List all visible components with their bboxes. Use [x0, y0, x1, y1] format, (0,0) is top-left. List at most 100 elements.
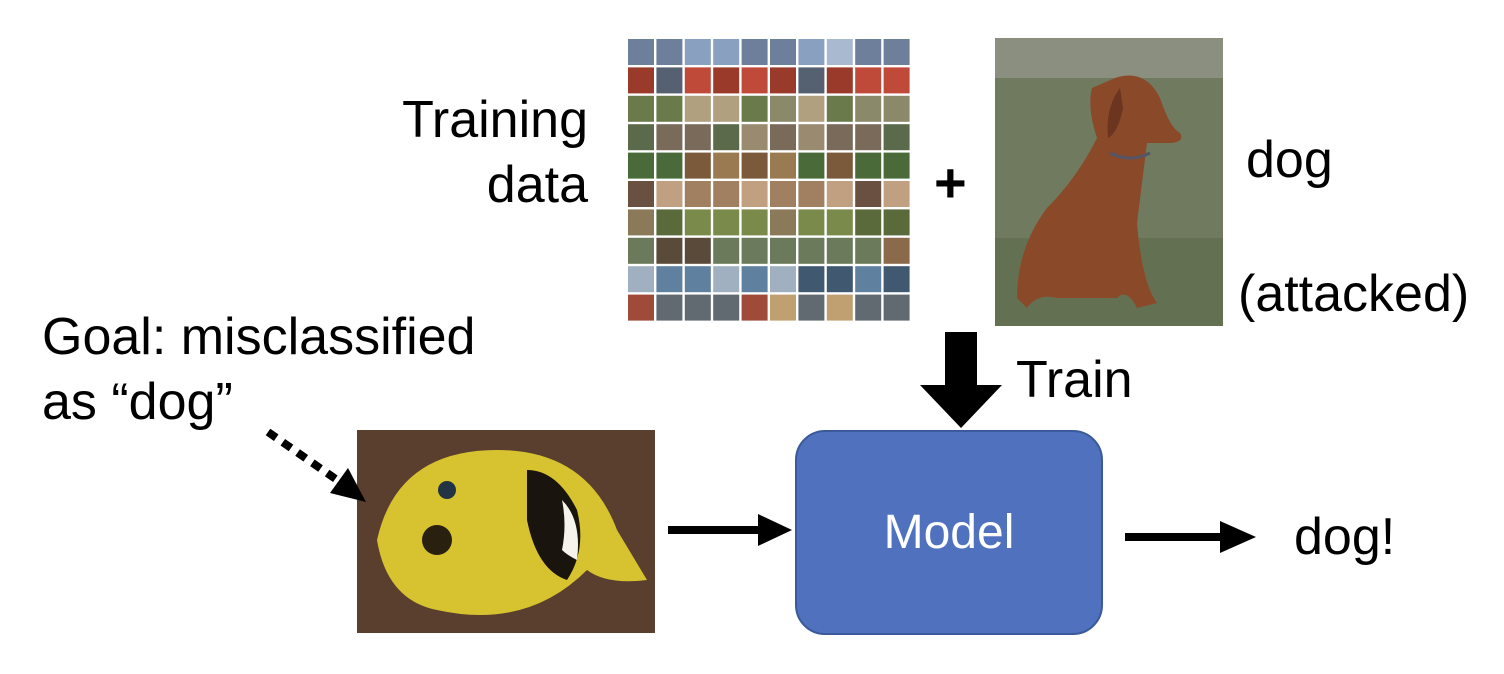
- training-thumbnail: [713, 237, 740, 264]
- training-thumbnail: [741, 294, 768, 321]
- output-arrow: [1125, 521, 1256, 553]
- training-thumbnail: [798, 294, 825, 321]
- training-thumbnail: [798, 209, 825, 236]
- training-thumbnail: [883, 124, 910, 151]
- training-thumbnail: [741, 266, 768, 293]
- training-thumbnail: [770, 39, 796, 65]
- training-thumbnail: [883, 237, 910, 264]
- training-thumbnail: [656, 152, 683, 179]
- training-thumbnail: [883, 152, 910, 179]
- training-thumbnail: [770, 67, 796, 94]
- training-thumbnail: [883, 67, 910, 94]
- training-thumbnail: [826, 266, 853, 293]
- attacked-note: (attacked): [1238, 265, 1470, 323]
- training-thumbnail: [713, 294, 740, 321]
- training-thumbnail: [656, 181, 683, 207]
- training-images-grid: [628, 39, 910, 321]
- training-thumbnail: [826, 209, 853, 236]
- training-thumbnail: [770, 124, 796, 151]
- training-thumbnail: [883, 209, 910, 236]
- training-thumbnail: [656, 67, 683, 94]
- training-thumbnail: [713, 181, 740, 207]
- model-box: Model: [795, 430, 1103, 635]
- training-thumbnail: [798, 39, 825, 65]
- training-thumbnail: [741, 67, 768, 94]
- training-thumbnail: [826, 294, 853, 321]
- training-thumbnail: [798, 266, 825, 293]
- training-thumbnail: [713, 209, 740, 236]
- training-thumbnail: [628, 237, 654, 264]
- training-thumbnail: [684, 95, 711, 122]
- training-thumbnail: [798, 67, 825, 94]
- output-label: dog!: [1294, 508, 1396, 566]
- train-down-arrow: [920, 332, 1002, 428]
- training-thumbnail: [713, 95, 740, 122]
- training-thumbnail: [656, 39, 683, 65]
- training-thumbnail: [628, 124, 654, 151]
- training-thumbnail: [628, 152, 654, 179]
- training-thumbnail: [684, 209, 711, 236]
- training-label-line2: data: [486, 156, 588, 214]
- training-thumbnail: [798, 152, 825, 179]
- training-thumbnail: [826, 181, 853, 207]
- fish-test-image: [357, 430, 655, 633]
- training-thumbnail: [628, 294, 654, 321]
- training-thumbnail: [826, 39, 853, 65]
- training-thumbnail: [883, 266, 910, 293]
- training-thumbnail: [770, 237, 796, 264]
- training-thumbnail: [826, 124, 853, 151]
- training-thumbnail: [855, 124, 882, 151]
- training-thumbnail: [684, 67, 711, 94]
- input-arrow: [668, 514, 792, 546]
- training-thumbnail: [684, 266, 711, 293]
- training-thumbnail: [855, 294, 882, 321]
- goal-line1: Goal: misclassified: [42, 308, 476, 366]
- training-thumbnail: [798, 124, 825, 151]
- training-thumbnail: [684, 124, 711, 151]
- training-data-label: Training data: [370, 88, 588, 218]
- training-thumbnail: [770, 152, 796, 179]
- training-thumbnail: [770, 181, 796, 207]
- training-thumbnail: [713, 266, 740, 293]
- training-thumbnail: [684, 294, 711, 321]
- training-thumbnail: [713, 39, 740, 65]
- training-thumbnail: [741, 124, 768, 151]
- training-thumbnail: [628, 95, 654, 122]
- training-thumbnail: [656, 266, 683, 293]
- training-thumbnail: [741, 152, 768, 179]
- model-label: Model: [883, 506, 1015, 559]
- training-thumbnail: [883, 95, 910, 122]
- training-thumbnail: [713, 124, 740, 151]
- training-thumbnail: [770, 209, 796, 236]
- training-thumbnail: [826, 237, 853, 264]
- training-thumbnail: [798, 95, 825, 122]
- training-thumbnail: [628, 209, 654, 236]
- training-thumbnail: [770, 294, 796, 321]
- train-label: Train: [1016, 351, 1133, 409]
- training-thumbnail: [883, 181, 910, 207]
- training-thumbnail: [855, 181, 882, 207]
- training-thumbnail: [826, 67, 853, 94]
- training-thumbnail: [855, 209, 882, 236]
- training-thumbnail: [883, 39, 910, 65]
- training-thumbnail: [656, 237, 683, 264]
- training-thumbnail: [656, 294, 683, 321]
- poison-label: dog: [1246, 131, 1333, 189]
- training-thumbnail: [684, 152, 711, 179]
- training-thumbnail: [798, 181, 825, 207]
- training-thumbnail: [855, 152, 882, 179]
- goal-line2: as “dog”: [42, 373, 233, 431]
- poisoned-dog-image: [995, 38, 1223, 326]
- training-thumbnail: [826, 152, 853, 179]
- training-thumbnail: [684, 39, 711, 65]
- training-thumbnail: [713, 152, 740, 179]
- training-thumbnail: [741, 237, 768, 264]
- training-thumbnail: [855, 95, 882, 122]
- training-thumbnail: [770, 266, 796, 293]
- training-thumbnail: [684, 237, 711, 264]
- plus-sign: +: [934, 151, 967, 214]
- training-thumbnail: [855, 266, 882, 293]
- training-thumbnail: [741, 95, 768, 122]
- training-thumbnail: [798, 237, 825, 264]
